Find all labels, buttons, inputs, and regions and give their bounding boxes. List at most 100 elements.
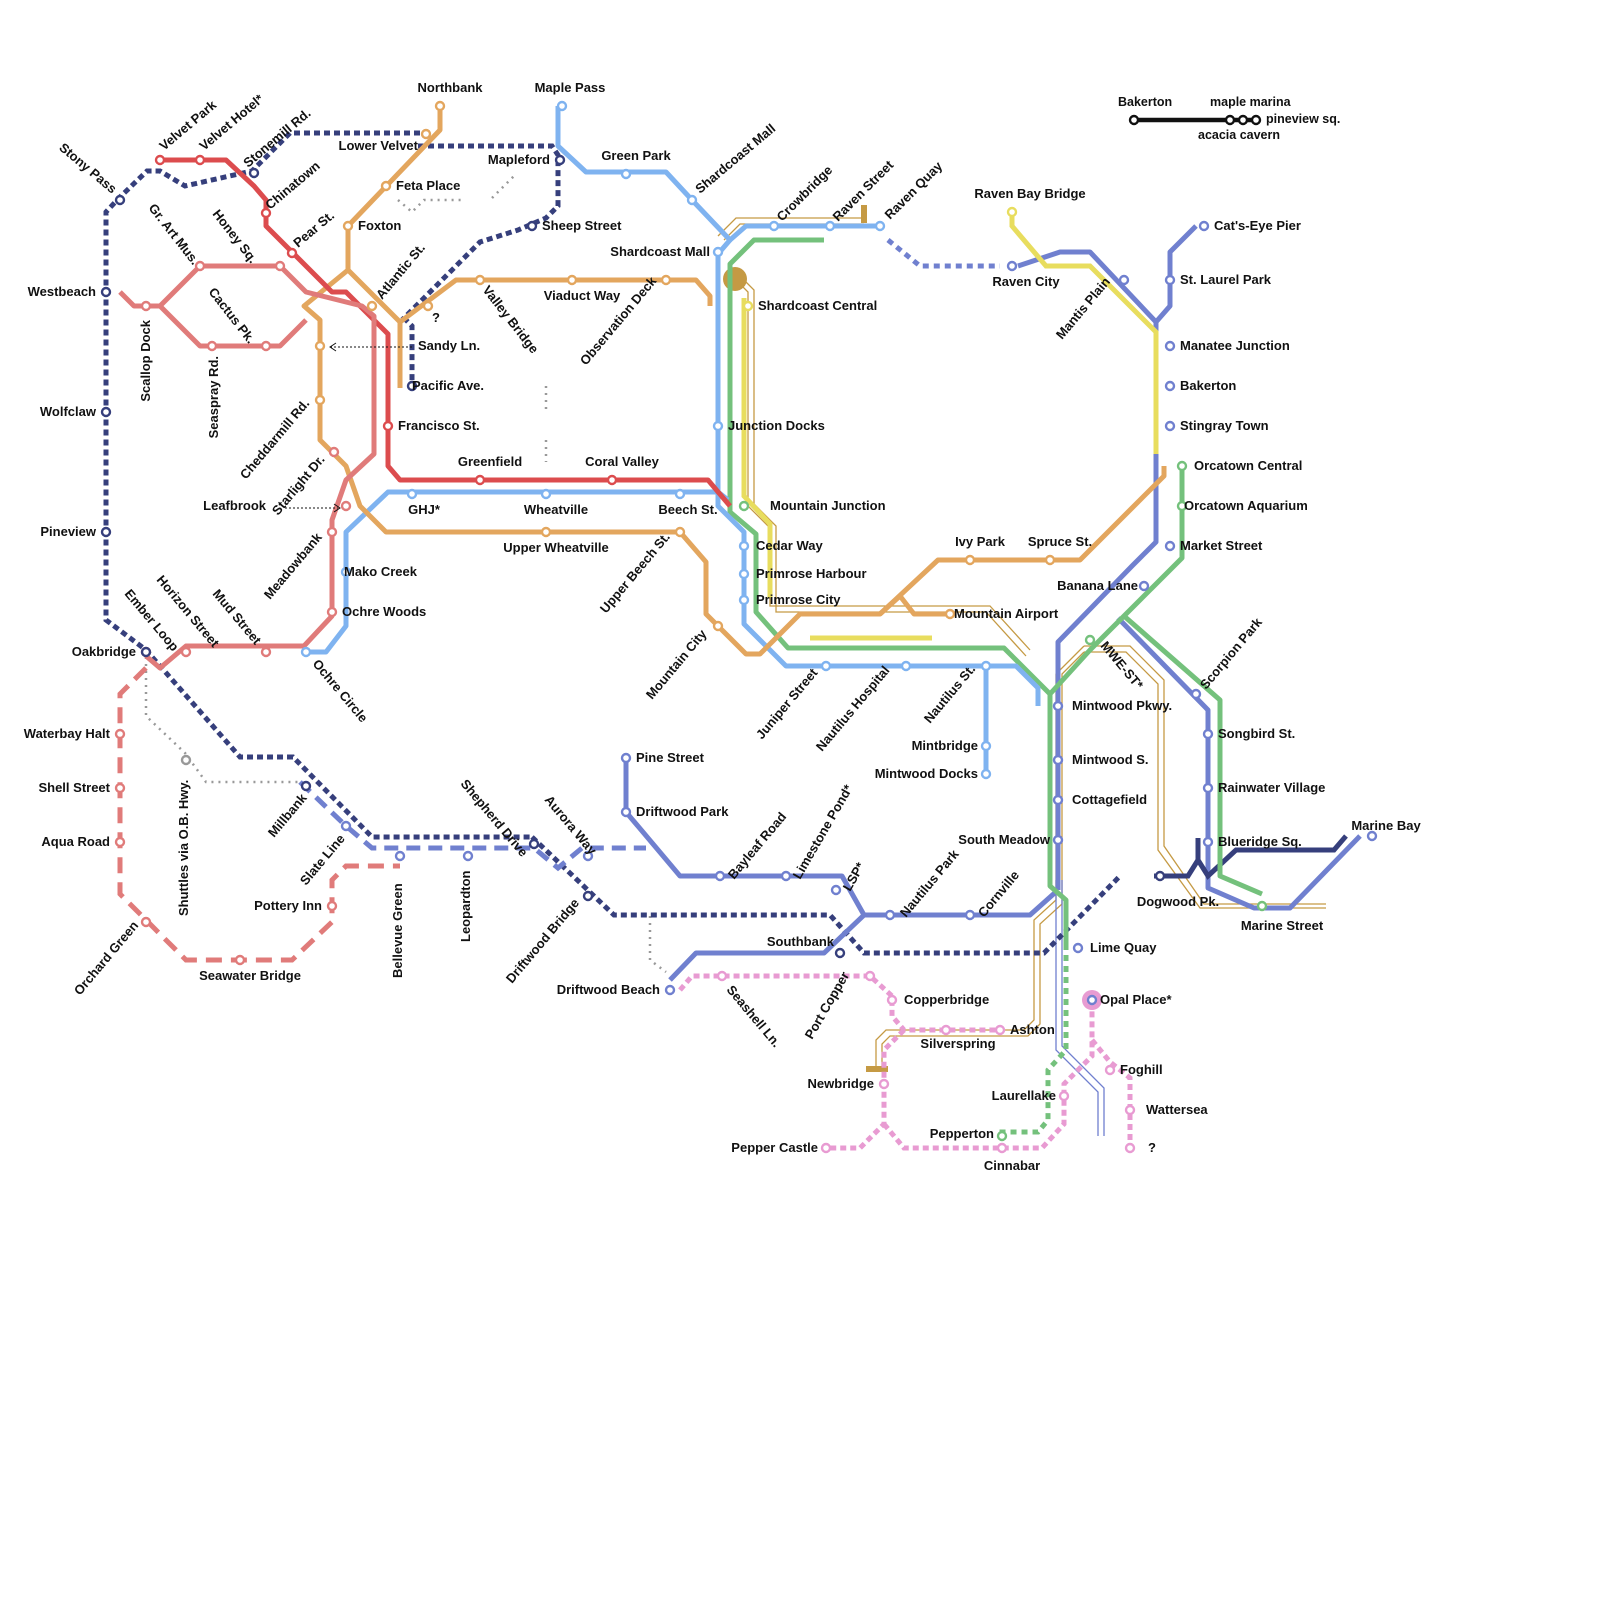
station-marker: [102, 528, 110, 536]
station-marker: [966, 556, 974, 564]
station-marker: [1192, 690, 1200, 698]
station-marker: [714, 622, 722, 630]
station-label: Mintwood Docks: [875, 766, 978, 781]
station-label: Mapleford: [488, 152, 550, 167]
station-label: Banana Lane: [1057, 578, 1138, 593]
station-label: Bakerton: [1180, 378, 1236, 393]
station-label: Pine Street: [636, 750, 705, 765]
station-marker: [316, 396, 324, 404]
station-marker: [866, 972, 874, 980]
station-label: Driftwood Bridge: [503, 896, 582, 986]
station-label: Mintwood S.: [1072, 752, 1149, 767]
legend-station-pineview-sq: [1252, 116, 1260, 124]
station-marker: [832, 886, 840, 894]
station-marker: [368, 302, 376, 310]
station-marker: [116, 838, 124, 846]
station-marker: [262, 342, 270, 350]
station-label: Aqua Road: [41, 834, 110, 849]
station-label: Cinnabar: [984, 1158, 1040, 1173]
station-marker: [1074, 944, 1082, 952]
station-marker: [982, 662, 990, 670]
station-marker: [666, 986, 674, 994]
station-marker: [528, 222, 536, 230]
station-marker: [396, 852, 404, 860]
station-label: Lower Velvet: [339, 138, 419, 153]
station-marker: [330, 448, 338, 456]
legend-station-bakerton: [1130, 116, 1138, 124]
station-marker: [740, 502, 748, 510]
station-marker: [464, 852, 472, 860]
station-marker: [558, 102, 566, 110]
station-label: Primrose City: [756, 592, 841, 607]
station-marker: [1178, 462, 1186, 470]
station-label: Songbird St.: [1218, 726, 1295, 741]
station-marker: [422, 130, 430, 138]
station-label: Driftwood Park: [636, 804, 729, 819]
station-label: Cat's-Eye Pier: [1214, 218, 1301, 233]
station-label: Beech St.: [658, 502, 717, 517]
station-label: Pottery Inn: [254, 898, 322, 913]
station-label: Foghill: [1120, 1062, 1163, 1077]
station-marker: [826, 222, 834, 230]
station-marker: [584, 892, 592, 900]
station-marker: [1166, 342, 1174, 350]
station-marker: [676, 528, 684, 536]
station-marker: [1054, 796, 1062, 804]
station-label: Aurora Way: [542, 792, 601, 858]
station-marker: [208, 342, 216, 350]
station-marker: [740, 542, 748, 550]
station-label: Manatee Junction: [1180, 338, 1290, 353]
station-marker: [1156, 872, 1164, 880]
station-marker: [384, 422, 392, 430]
station-marker: [888, 996, 896, 1004]
station-marker: [196, 262, 204, 270]
station-label: Chinatown: [262, 158, 323, 212]
legend-station-maple-marina: [1239, 116, 1247, 124]
station-marker: [622, 808, 630, 816]
station-label: Ochre Circle: [310, 656, 371, 725]
station-label: Stingray Town: [1180, 418, 1269, 433]
station-label: Crowbridge: [774, 162, 836, 224]
station-label: Pear St.: [290, 208, 337, 251]
station-marker: [982, 742, 990, 750]
station-label: Opal Place*: [1100, 992, 1172, 1007]
station-marker: [886, 911, 894, 919]
station-marker: [102, 408, 110, 416]
station-marker: [328, 528, 336, 536]
station-label: Marine Bay: [1351, 818, 1421, 833]
station-label: Meadowbank: [261, 529, 325, 602]
station-marker: [688, 196, 696, 204]
station-marker: [236, 956, 244, 964]
station-label: Cottagefield: [1072, 792, 1147, 807]
station-label: Bayleaf Road: [725, 809, 789, 882]
station-label: Pepper Castle: [731, 1140, 818, 1155]
station-marker: [102, 288, 110, 296]
legend-label: maple marina: [1210, 95, 1292, 109]
station-marker: [1166, 422, 1174, 430]
station-label: Spruce St.: [1028, 534, 1092, 549]
station-marker: [608, 476, 616, 484]
station-label: Nautilus Park: [897, 846, 962, 920]
station-label: Pineview: [40, 524, 97, 539]
station-marker: [1140, 582, 1148, 590]
station-label: Green Park: [601, 148, 671, 163]
station-marker: [342, 822, 350, 830]
station-label: Mintbridge: [912, 738, 978, 753]
station-marker: [316, 342, 324, 350]
station-marker: [530, 840, 538, 848]
station-marker: [262, 648, 270, 656]
legend: [1130, 116, 1260, 124]
station-label: Upper Wheatville: [503, 540, 608, 555]
station-marker: [1008, 208, 1016, 216]
station-marker: [836, 949, 844, 957]
station-marker: [568, 276, 576, 284]
station-label: Wolfclaw: [40, 404, 97, 419]
station-marker: [1126, 1144, 1134, 1152]
station-marker: [770, 222, 778, 230]
station-label: Valley Bridge: [480, 283, 542, 357]
station-label: Rainwater Village: [1218, 780, 1325, 795]
station-marker: [116, 784, 124, 792]
station-marker: [302, 648, 310, 656]
station-marker: [1106, 1066, 1114, 1074]
